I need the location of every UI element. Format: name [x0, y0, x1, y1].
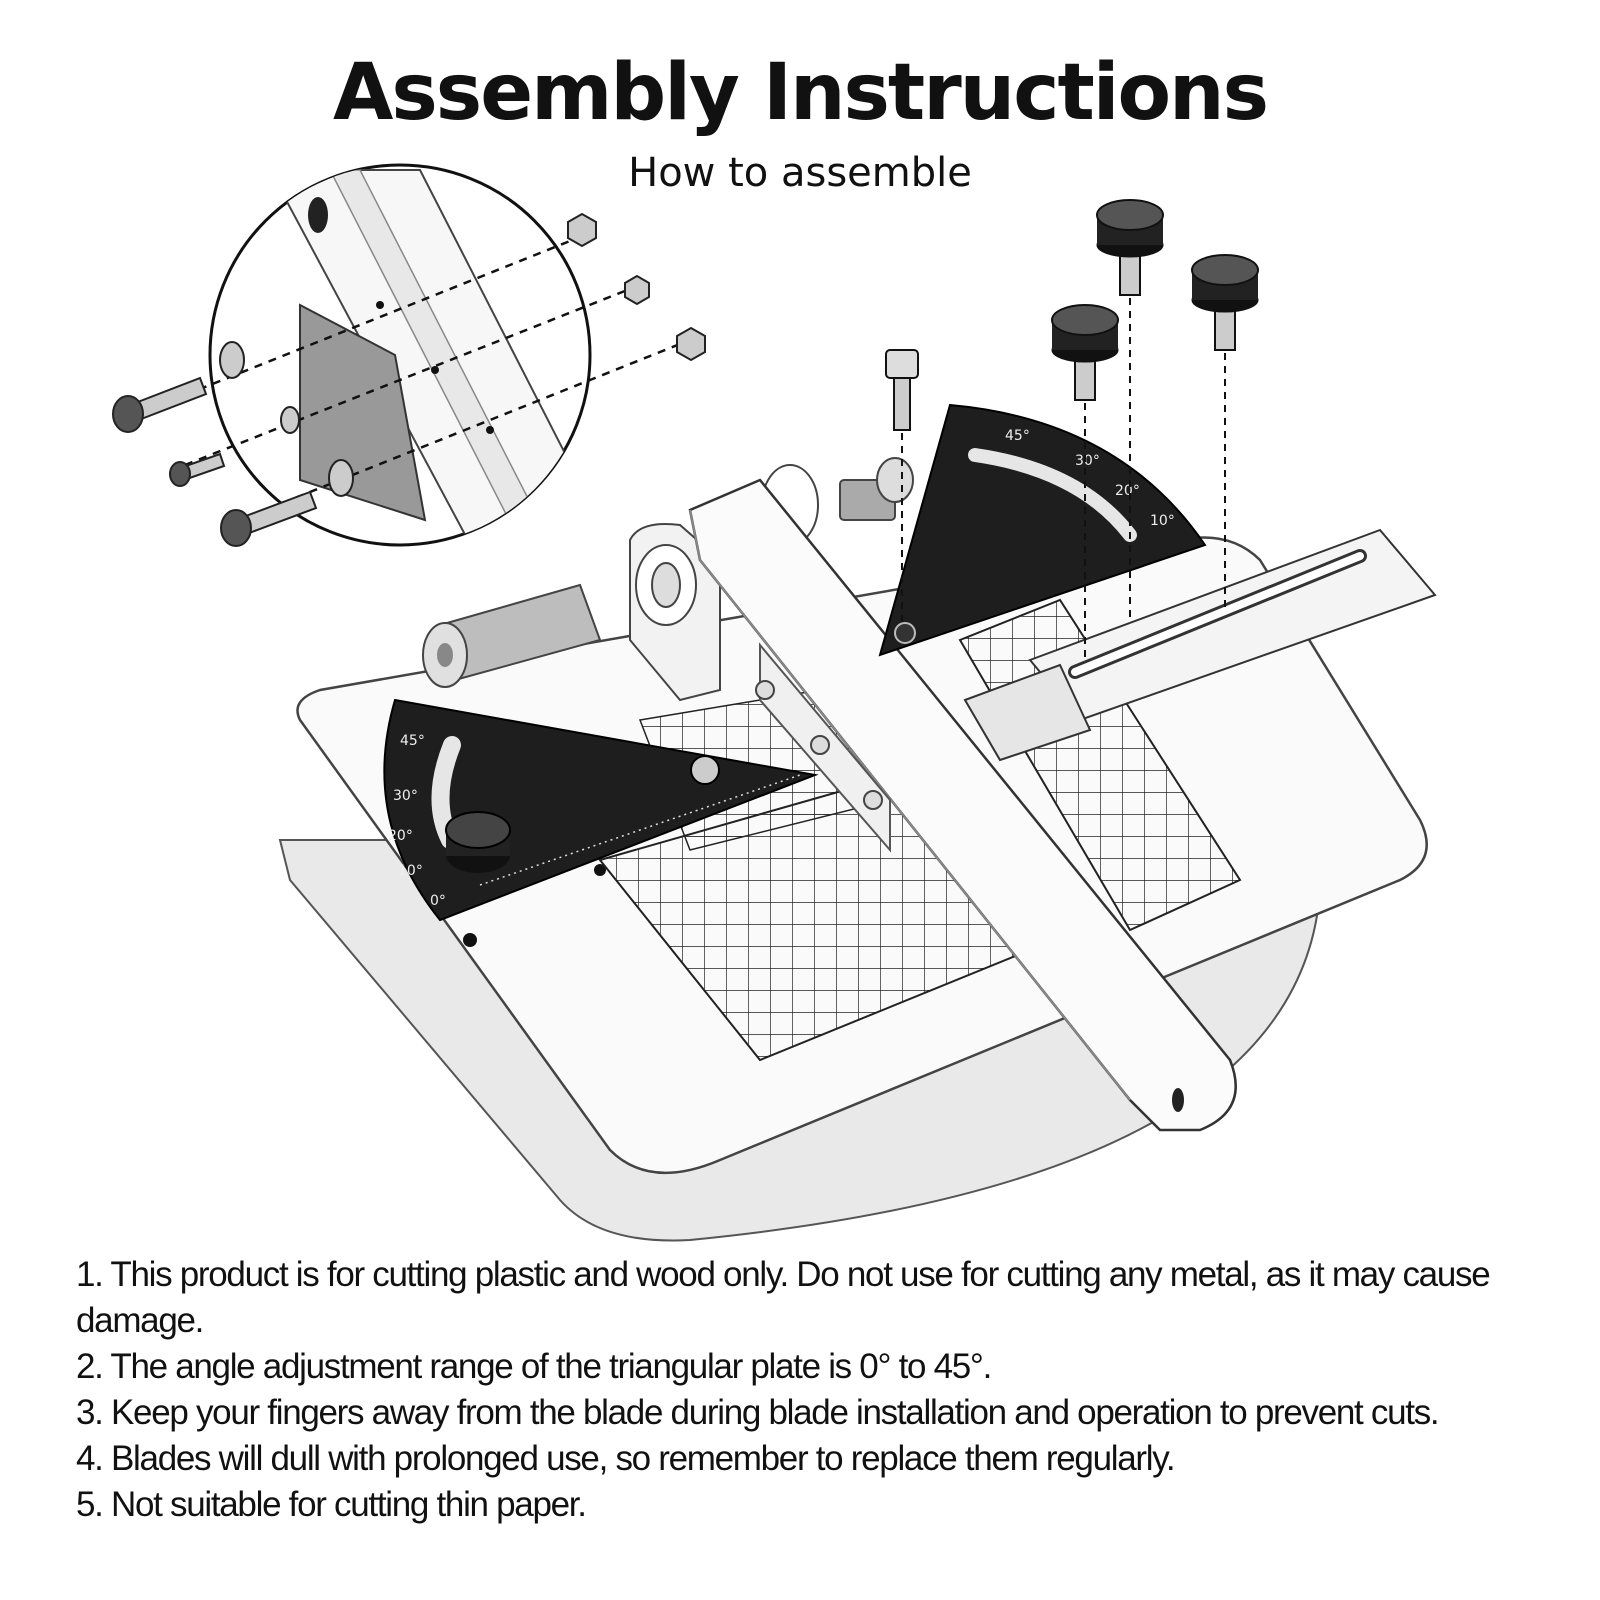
usage-note: 1. This product is for cutting plastic a… [76, 1255, 1491, 1340]
fence-ruler [963, 528, 1437, 762]
blade-detail-loupe [112, 163, 706, 547]
usage-note: 5. Not suitable for cutting thin paper. [76, 1485, 587, 1524]
usage-notes-list: 1. This product is for cutting plastic a… [76, 1252, 1536, 1528]
assembly-illustration: 45° 30° 20° 10° 0° 45° 30° 20° 10° [112, 163, 1437, 1242]
usage-note: 3. Keep your fingers away from the blade… [76, 1393, 1440, 1432]
lower-protractor-label-10: 10° [398, 863, 423, 879]
lower-protractor-label-30: 30° [393, 788, 418, 804]
page-subtitle: How to assemble [628, 150, 972, 196]
lower-protractor-label-45: 45° [400, 733, 425, 749]
pivot-pin [422, 583, 602, 688]
upper-protractor-label-20: 20° [1115, 483, 1140, 499]
lower-protractor-label-0: 0° [430, 893, 446, 909]
usage-note: 2. The angle adjustment range of the tri… [76, 1347, 992, 1386]
page-title: Assembly Instructions [332, 48, 1269, 138]
blade-arm [688, 478, 1237, 1132]
upper-protractor: 45° 30° 20° 10° [878, 403, 1207, 657]
usage-note: 4. Blades will dull with prolonged use, … [76, 1439, 1176, 1478]
pivot-post [629, 464, 819, 702]
fence-bolt [839, 457, 914, 521]
lower-knob [445, 811, 511, 873]
lower-protractor-label-20: 20° [388, 828, 413, 844]
upper-protractor-label-30: 30° [1075, 453, 1100, 469]
upper-protractor-label-10: 10° [1150, 513, 1175, 529]
thumb-screws [885, 199, 1259, 660]
upper-protractor-label-45: 45° [1005, 428, 1030, 444]
